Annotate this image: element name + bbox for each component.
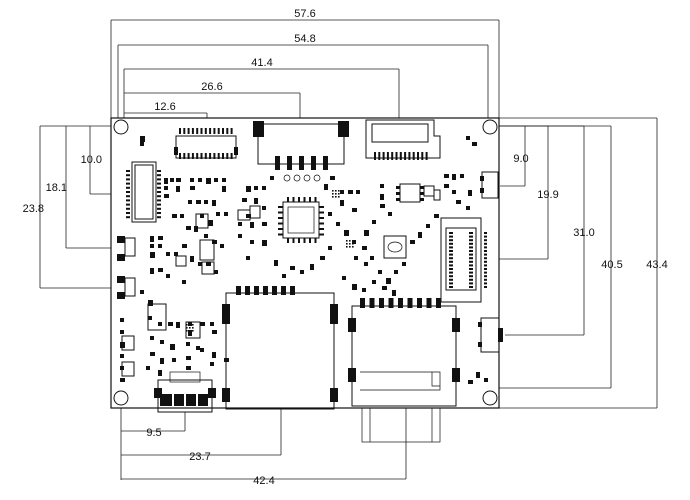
dim-label-9-5: 9.5 [146,427,161,439]
dim-label-12-6: 12.6 [154,101,175,113]
dim-label-23-8: 23.8 [23,203,44,215]
dimension-left-18-1: 18.1 [46,126,121,249]
sd-card-socket [348,298,460,443]
mounting-hole-bottom-left [113,390,129,406]
dimension-top-54-8: 54.8 [117,33,489,118]
dimension-left-23-8: 23.8 [23,125,121,289]
left-vertical-connector [126,161,161,223]
module-socket-left [222,286,338,410]
small-components [120,136,488,384]
connector-top-right [365,119,441,160]
left-edge-switches [117,236,136,299]
dim-label-54-8: 54.8 [294,33,315,45]
mounting-hole-top-right [482,119,498,135]
dim-label-9-0: 9.0 [513,153,528,165]
dim-label-10-0: 10.0 [81,154,102,166]
right-vertical-connector [440,217,487,303]
main-chip [278,197,324,243]
dim-label-41-4: 41.4 [251,57,272,69]
usb-connector-bottom [154,371,216,413]
dim-label-18-1: 18.1 [46,182,67,194]
right-edge-switch [478,171,503,353]
connector-top-middle [253,121,349,182]
dimension-top-41-4: 41.4 [123,57,400,118]
mounting-hole-top-left [113,119,129,135]
dim-label-26-6: 26.6 [201,81,222,93]
regulator-ic [396,183,424,203]
dim-label-19-9: 19.9 [537,189,558,201]
dim-label-42-4: 42.4 [253,475,274,487]
dimension-right-40-5: 40.5 [491,125,623,389]
dim-label-57-6: 57.6 [294,8,315,20]
dimension-top-57-6: 57.6 [110,8,500,118]
dimension-right-9-0: 9.0 [499,125,529,187]
fpc-connector-top-left [174,128,238,159]
inductor [383,235,407,259]
mounting-hole-bottom-right [482,390,498,406]
dimension-bottom-23-7: 23.7 [121,408,282,463]
dimension-top-26-6: 26.6 [124,81,301,118]
dimension-right-43-4: 43.4 [499,117,668,409]
dim-label-43-4: 43.4 [646,259,667,271]
dim-label-40-5: 40.5 [601,259,622,271]
dim-label-31-0: 31.0 [573,227,594,239]
dim-label-23-7: 23.7 [189,451,210,463]
dimension-bottom-42-4: 42.4 [121,408,407,487]
dimension-bottom-9-5: 9.5 [120,408,186,480]
